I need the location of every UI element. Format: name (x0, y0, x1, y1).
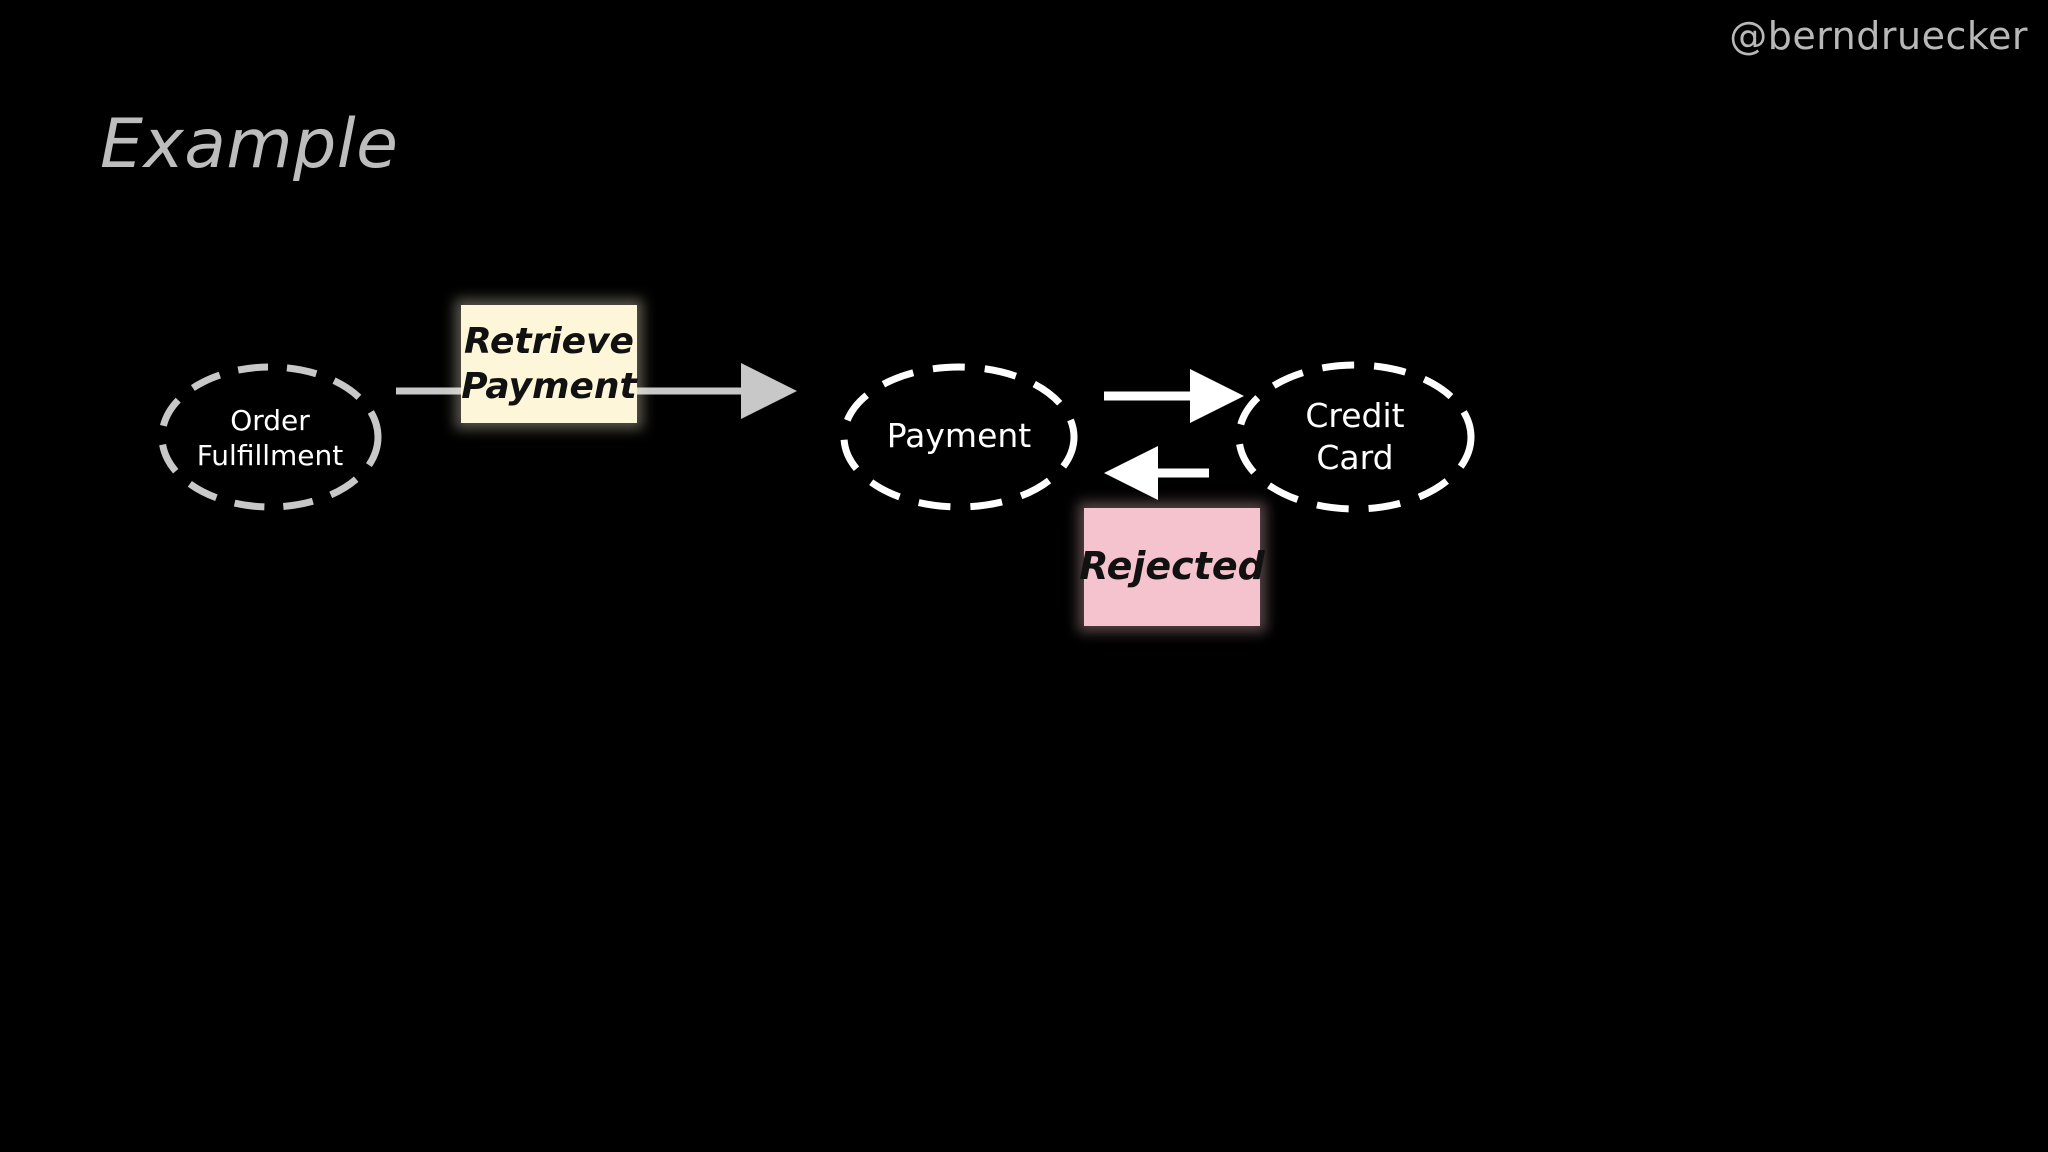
author-handle: @berndruecker (1729, 14, 2028, 58)
sticky-rejected-label: Rejected (1079, 544, 1265, 589)
node-credit-card: Credit Card (1235, 361, 1475, 513)
node-credit-card-outline (1235, 361, 1475, 513)
node-payment-label: Payment (887, 416, 1032, 455)
sticky-note-retrieve-payment: Retrieve Payment (461, 305, 637, 423)
node-credit-card-label-line1: Credit (1305, 396, 1404, 435)
node-order-fulfillment-outline (158, 363, 382, 511)
sticky-retrieve-payment-line1: Retrieve (464, 321, 634, 362)
node-credit-card-label-line2: Card (1316, 438, 1393, 477)
node-order-fulfillment-label-line1: Order (230, 404, 310, 437)
node-order-fulfillment-label-line2: Fulfillment (197, 439, 344, 472)
node-order-fulfillment: Order Fulfillment (158, 363, 382, 511)
node-payment: Payment (840, 363, 1078, 511)
sticky-note-rejected: Rejected (1079, 508, 1265, 626)
node-payment-outline (840, 363, 1078, 511)
slide-title: Example (100, 105, 399, 184)
sticky-retrieve-payment-line2: Payment (461, 366, 637, 407)
